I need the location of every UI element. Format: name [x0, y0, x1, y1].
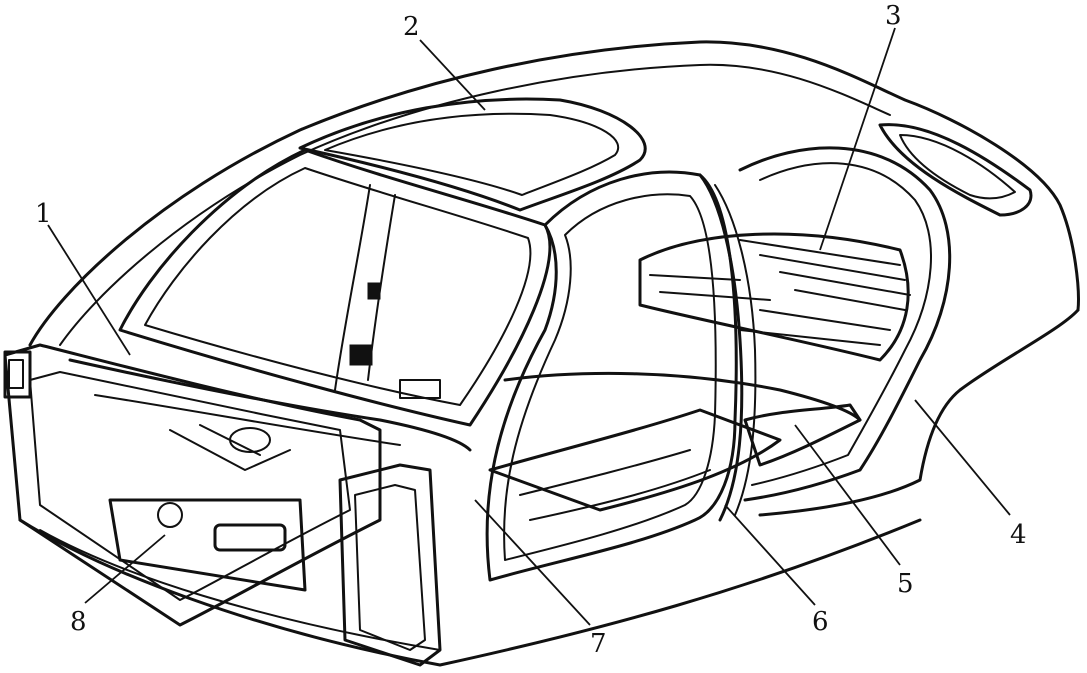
front-left-box	[3, 350, 32, 399]
a-pillar-interior	[334, 184, 371, 391]
callout-5: 5	[897, 569, 914, 599]
leader-4	[914, 399, 1011, 516]
leader-6	[724, 504, 816, 606]
front-end-inner	[29, 371, 351, 601]
callout-labels: 1 2 3 4 5 6 7 8	[35, 1, 1027, 659]
sunroof-inner	[324, 112, 620, 196]
front-door-opening-inner	[503, 193, 717, 561]
radiator-slot	[213, 523, 287, 552]
leader-1	[47, 224, 131, 356]
dash-bracket	[169, 424, 291, 471]
radiator-support	[108, 498, 307, 592]
firewall-dashboard	[68, 358, 472, 452]
b-pillar-inner	[714, 184, 757, 516]
rear-window-inner	[899, 134, 1016, 200]
rear-door-opening-inner	[751, 162, 932, 486]
leader-2	[419, 39, 486, 111]
rear-quarter-panel	[758, 308, 1080, 517]
floor-crossmember-3	[529, 469, 711, 521]
callout-3: 3	[885, 1, 902, 31]
pillar-hole-lower	[349, 344, 373, 366]
callout-1: 1	[35, 199, 52, 229]
leader-8	[84, 534, 166, 604]
callout-6: 6	[812, 607, 829, 637]
callout-8: 8	[70, 607, 87, 637]
sunroof-panel	[298, 97, 647, 212]
floor-tunnel	[503, 371, 862, 422]
rear-door-opening	[738, 146, 952, 502]
callout-2: 2	[403, 12, 420, 42]
rear-floor-ribs	[649, 239, 911, 346]
leader-3	[819, 27, 896, 251]
radiator-hole	[157, 502, 183, 528]
rear-window-opening	[878, 123, 1033, 217]
callout-7: 7	[590, 629, 607, 659]
front-left-box-inner	[8, 359, 24, 389]
leader-5	[794, 424, 901, 566]
front-door-opening	[485, 170, 738, 582]
leader-7	[474, 499, 591, 626]
floor-crossmember-2	[519, 449, 691, 496]
roof-inner-line	[59, 63, 891, 346]
dash-opening	[229, 427, 271, 453]
car-body-shell	[3, 40, 1080, 667]
dashboard-lower	[94, 394, 401, 446]
dash-vent	[399, 379, 441, 399]
rear-seat-panel	[638, 232, 910, 362]
callout-4: 4	[1010, 520, 1027, 550]
front-strut-inner	[354, 484, 426, 651]
bottom-sill	[18, 518, 922, 667]
rear-crossmember	[743, 403, 862, 467]
bottom-sill-inner	[39, 529, 441, 651]
b-pillar	[698, 173, 744, 522]
pillar-hole-upper	[367, 282, 381, 300]
floor-crossmember	[488, 408, 782, 512]
windshield-inner	[144, 167, 532, 406]
leader-lines	[47, 27, 1011, 626]
roof-outline	[28, 40, 1080, 347]
